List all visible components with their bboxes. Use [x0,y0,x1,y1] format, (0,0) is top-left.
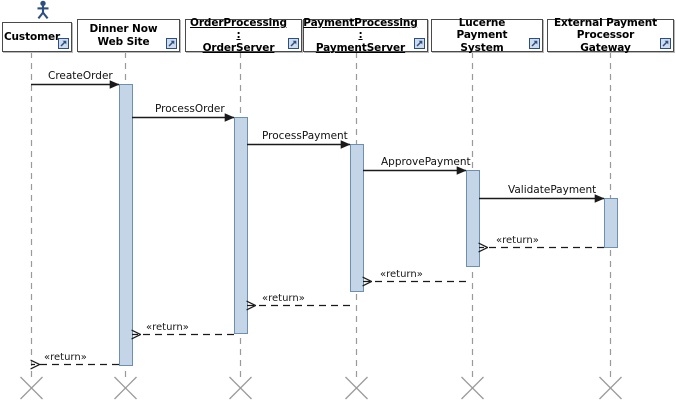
msg-validate-payment-label: ValidatePayment [508,184,597,196]
shortcut-link-icon[interactable] [58,38,69,49]
participant-box-order-processing-order-server[interactable]: OrderProcessing : OrderServer [185,16,302,54]
participant-label-customer: Customer [3,30,61,43]
destruction-marker-payment-processing-payment-server [345,376,368,400]
participant-label-external-payment-processor-gateway: External Payment Processor Gateway [553,16,658,54]
participant-box-lucerne-payment-system[interactable]: Lucerne Payment System [431,16,543,54]
activation-bar-payment-processing-payment-server[interactable] [350,144,364,292]
lifelines-group [30,52,612,378]
participant-box-external-payment-processor-gateway[interactable]: External Payment Processor Gateway [547,16,674,54]
participant-label-payment-processing-payment-server: PaymentProcessing : PaymentServer [303,16,418,54]
destruction-marker-customer [20,376,43,400]
destruction-marker-external-payment-processor-gateway [599,376,622,400]
msg-process-payment-label: ProcessPayment [262,130,348,142]
shortcut-link-icon[interactable] [660,38,671,49]
msg-return-orderserver-label: «return» [146,322,189,333]
activation-bar-external-payment-processor-gateway[interactable] [604,198,618,248]
shortcut-link-icon[interactable] [288,38,299,49]
activation-bar-order-processing-order-server[interactable] [234,117,248,334]
destruction-marker-lucerne-payment-system [461,376,484,400]
messages-group [31,80,605,365]
destruction-markers-group [20,376,622,400]
msg-approve-payment-label: ApprovePayment [381,156,471,168]
msg-process-order-label: ProcessOrder [155,103,225,115]
activation-bar-dinner-now-web-site[interactable] [119,84,133,366]
msg-return-payserver-label: «return» [262,293,305,304]
activation-bar-lucerne-payment-system[interactable] [466,170,480,267]
destruction-marker-dinner-now-web-site [114,376,137,400]
participant-label-dinner-now-web-site: Dinner Now Web Site [89,23,158,48]
shortcut-link-icon[interactable] [529,38,540,49]
participant-box-customer[interactable]: Customer [2,22,72,52]
destruction-marker-order-processing-order-server [229,376,252,400]
activation-bars-group [119,84,618,366]
msg-return-customer-label: «return» [44,352,87,363]
msg-return-lucerne-label: «return» [380,269,423,280]
msg-create-order-label: CreateOrder [48,70,113,82]
participant-label-order-processing-order-server: OrderProcessing : OrderServer [190,16,287,54]
participant-box-payment-processing-payment-server[interactable]: PaymentProcessing : PaymentServer [303,17,428,54]
actor-stick-figure-icon [32,0,54,24]
shortcut-link-icon[interactable] [414,38,425,49]
shortcut-link-icon[interactable] [166,38,177,49]
participant-box-dinner-now-web-site[interactable]: Dinner Now Web Site [77,19,180,52]
participant-label-lucerne-payment-system: Lucerne Payment System [456,16,508,54]
msg-return-gateway-label: «return» [496,235,539,246]
